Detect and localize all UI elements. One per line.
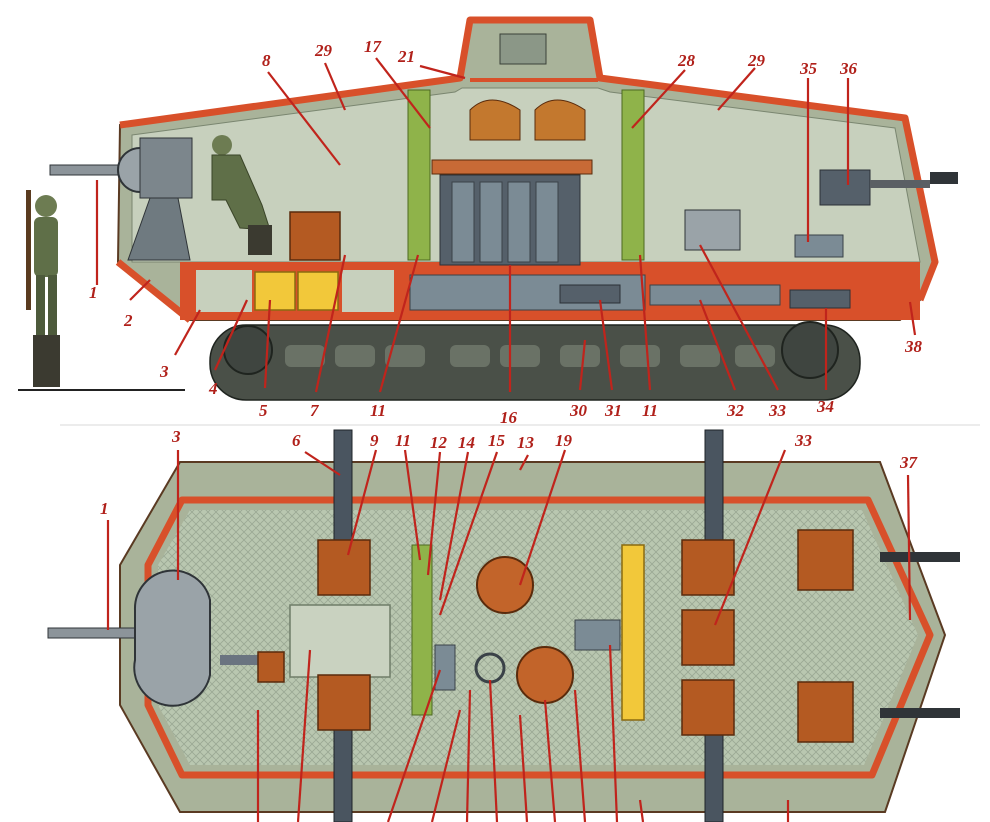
top-view: 1 3 6 9 11 12 14 15 13 19 33 37 (47, 427, 960, 822)
side-label-17: 17 (364, 37, 383, 56)
top-label-33: 33 (794, 431, 813, 450)
top-label-14: 14 (458, 433, 475, 452)
side-label-1: 1 (89, 283, 98, 302)
side-label-33: 33 (768, 401, 787, 420)
top-label-15: 15 (488, 431, 506, 450)
side-track (209, 321, 861, 401)
side-label-3: 3 (159, 362, 169, 381)
soldier-figure (18, 190, 185, 391)
top-label-11: 11 (395, 431, 411, 450)
side-label-8: 8 (262, 51, 271, 70)
side-label-16: 16 (500, 408, 518, 427)
top-label-37: 37 (899, 453, 919, 472)
side-label-29a: 29 (314, 41, 333, 60)
side-label-32: 32 (726, 401, 745, 420)
top-label-12: 12 (430, 433, 448, 452)
engine (431, 159, 593, 266)
coil-upper (476, 556, 534, 614)
side-label-5: 5 (259, 401, 268, 420)
side-view: 1 2 3 4 5 7 8 11 16 17 21 28 29 29 30 31… (18, 16, 958, 427)
main-gun (49, 137, 193, 261)
gunner-figure (211, 135, 272, 255)
top-ammo-crates (317, 529, 854, 743)
side-leader-lines (95, 57, 917, 393)
side-label-38: 38 (904, 337, 923, 356)
radiator-right (621, 89, 645, 261)
top-label-1: 1 (100, 499, 109, 518)
top-label-13: 13 (517, 433, 535, 452)
side-label-29b: 29 (747, 51, 766, 70)
side-label-4: 4 (208, 379, 218, 398)
top-leader-lines (106, 449, 912, 822)
top-side-guns (333, 429, 960, 822)
engine-cover (289, 604, 391, 678)
coil-lower (516, 646, 574, 704)
radiator-left (407, 89, 431, 261)
side-label-34: 34 (816, 397, 834, 416)
side-label-7: 7 (310, 401, 320, 420)
top-label-19: 19 (555, 431, 573, 450)
side-label-11a: 11 (370, 401, 386, 420)
fuel-tank-left (254, 271, 296, 311)
side-label-36: 36 (839, 59, 858, 78)
side-labels: 1 2 3 4 5 7 8 11 16 17 21 28 29 29 30 31… (89, 37, 923, 427)
side-label-21: 21 (397, 47, 415, 66)
top-label-6: 6 (292, 431, 301, 450)
side-label-35: 35 (799, 59, 818, 78)
side-label-31: 31 (604, 401, 622, 420)
top-label-9: 9 (370, 431, 379, 450)
top-radiator-left (411, 544, 433, 716)
side-label-28: 28 (677, 51, 696, 70)
top-label-3: 3 (171, 427, 181, 446)
side-label-30: 30 (569, 401, 588, 420)
rear-machine-gun (819, 169, 958, 206)
fuel-tank-right (297, 271, 339, 311)
top-labels: 1 3 6 9 11 12 14 15 13 19 33 37 (100, 427, 919, 518)
top-main-gun (47, 569, 285, 707)
side-label-11b: 11 (642, 401, 658, 420)
top-radiator-right (621, 544, 645, 721)
transmission (409, 274, 646, 311)
side-label-2: 2 (123, 311, 133, 330)
